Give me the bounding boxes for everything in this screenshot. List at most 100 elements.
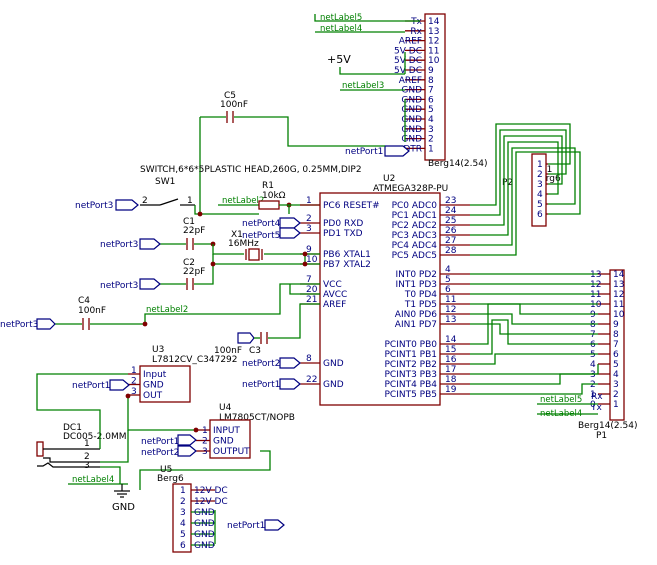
u2-left-pin-name: AVCC — [323, 290, 347, 300]
u2-left-pin-num: 21 — [306, 295, 317, 305]
u2-right-pin-name: INT0 PD2 — [395, 270, 437, 280]
u2-left-pin-num: 8 — [306, 354, 312, 364]
net-port-3-c1[interactable]: netPort3 — [100, 238, 161, 250]
u2-right-pin-name: AIN0 PD6 — [395, 310, 437, 320]
p1-pin-outer: 1 — [590, 390, 596, 400]
u2-right-pin-name: PCINT2 PB2 — [384, 360, 437, 370]
p1-pin-outer: 7 — [590, 330, 596, 340]
u5-body[interactable] — [172, 483, 192, 553]
p1-pin-outer: 13 — [590, 270, 601, 280]
svg-text:2: 2 — [142, 196, 148, 206]
u5-pin-name: GND — [194, 519, 215, 529]
x1-name: X1 — [231, 230, 243, 240]
p1-pin-inner: 10 — [613, 310, 625, 320]
svg-text:1: 1 — [187, 196, 193, 206]
net-port-2-gnd[interactable]: netPort2 — [242, 357, 301, 369]
p1-pin-outer: 0 — [590, 400, 596, 410]
dc1-pin-num: 3 — [84, 461, 90, 471]
c5-capacitor[interactable] — [199, 111, 385, 214]
net-port-5[interactable]: netPort5 — [242, 227, 301, 241]
net-port-3-c2[interactable]: netPort3 — [100, 278, 161, 291]
top-header-pin-num: 8 — [428, 76, 434, 86]
u1-body[interactable] — [531, 153, 547, 227]
u5-pin-num: 5 — [180, 530, 186, 540]
p1-pin-inner: 13 — [613, 280, 624, 290]
sw1-switch[interactable]: 2 1 — [140, 196, 259, 215]
c3-capacitor[interactable] — [237, 303, 320, 344]
p1-body[interactable] — [609, 269, 625, 421]
p1-pin-outer: 3 — [590, 370, 596, 380]
p1-part: Berg14(2.54) — [578, 421, 637, 431]
net-port-1-u4[interactable]: netPort1 — [141, 434, 197, 447]
svg-text:netPort4: netPort4 — [242, 219, 281, 229]
c2-name: C2 — [183, 258, 195, 268]
top-header[interactable]: Berg14(2.54) — [424, 13, 487, 169]
u1-pin-num: 1 — [537, 160, 543, 170]
u1-pin-num: 6 — [537, 210, 543, 220]
c2-capacitor[interactable] — [158, 264, 214, 290]
top-header-pin-num: 11 — [428, 46, 439, 56]
net-port-1-top[interactable]: netPort1 — [345, 145, 410, 157]
net-port-4[interactable]: netPort4 — [242, 217, 301, 229]
top-header-pin-num: 3 — [428, 125, 434, 135]
net-port-3-c4[interactable]: netPort3 — [0, 318, 56, 330]
u2-right-pin-num: 26 — [445, 226, 457, 236]
p1-pin-inner: 4 — [613, 370, 619, 380]
u3-body[interactable] — [139, 365, 191, 403]
u2-body[interactable] — [319, 192, 441, 406]
u2-left-pin-name: PD0 RXD — [323, 219, 363, 229]
u2-right-pin-num: 23 — [445, 196, 456, 206]
u5-pin-name: GND — [194, 530, 215, 540]
c4-capacitor[interactable] — [52, 283, 320, 330]
u4-body[interactable] — [209, 419, 251, 459]
u5-pin-name: 12V DC — [194, 497, 228, 507]
net-port-1-u3[interactable]: netPort1 — [72, 379, 130, 391]
plus-5v-label: +5V — [327, 53, 351, 66]
top-header-pin-num: 1 — [428, 144, 434, 154]
svg-text:Rx: Rx — [591, 392, 603, 402]
svg-text:netPort1: netPort1 — [72, 381, 110, 391]
r1-value: 10kΩ — [262, 191, 286, 201]
top-header-pin-name: Rx — [410, 27, 422, 37]
top-header-pin-num: 2 — [428, 135, 434, 145]
c1-capacitor[interactable] — [158, 238, 213, 250]
u2-right-pin-num: 6 — [445, 285, 451, 295]
p1-pin-outer: 8 — [590, 320, 596, 330]
net-label-4-left: netLabel4 — [72, 475, 114, 485]
net-port-3-switch[interactable]: netPort3 — [75, 199, 139, 211]
u4-pin-num: 1 — [202, 426, 208, 436]
net-port-1-u5[interactable]: netPort1 — [227, 519, 285, 531]
c5-value: 100nF — [220, 100, 248, 110]
net-label-2-reset: netLabel2 — [222, 196, 264, 206]
x1-value: 16MHz — [228, 239, 259, 249]
net-port-2-u4[interactable]: netPort2 — [141, 445, 197, 458]
top-header-pin-name: 5V DC — [394, 66, 422, 76]
p1-pin-inner: 11 — [613, 300, 624, 310]
u2-name: U2 — [383, 174, 395, 184]
top-header-pin-num: 13 — [428, 27, 439, 37]
u3-pin-num: 2 — [131, 377, 137, 387]
p1-pin-inner: 2 — [613, 390, 619, 400]
net-port-1-gnd[interactable]: netPort1 — [242, 378, 301, 390]
p1-pin-outer: 10 — [590, 300, 602, 310]
svg-text:netPort2: netPort2 — [141, 448, 179, 458]
u1-pin-num: 5 — [537, 200, 543, 210]
p1-pin-outer: 5 — [590, 350, 596, 360]
top-header-pin-name: GND — [401, 86, 422, 96]
x1-crystal[interactable] — [212, 244, 320, 265]
u2-right-pin-num: 4 — [445, 265, 451, 275]
net-label-4-top: netLabel4 — [320, 24, 362, 34]
u2-left-pin-name: AREF — [323, 300, 346, 310]
u1-part: Berg6 — [534, 174, 561, 184]
top-header-pin-name: DTR — [403, 144, 422, 154]
c5-name: C5 — [224, 91, 236, 101]
dc1-jack[interactable]: 123 — [36, 430, 129, 484]
u2-left-pin-num: 1 — [306, 196, 312, 206]
top-header-pin-name: GND — [401, 105, 422, 115]
p1-pin-outer: 9 — [590, 310, 596, 320]
u2-left-pin-num: 20 — [306, 285, 318, 295]
u5-name: U5 — [160, 465, 172, 475]
